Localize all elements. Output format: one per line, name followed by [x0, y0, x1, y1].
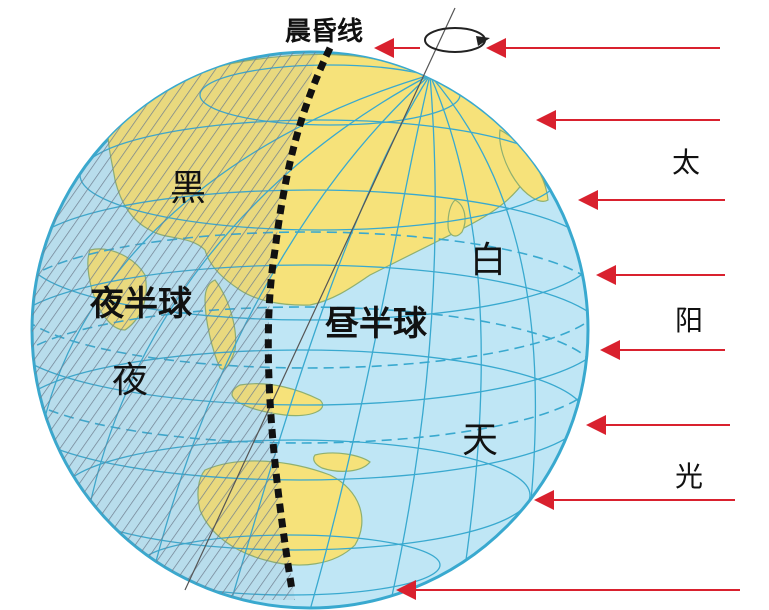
sun-rays	[374, 38, 740, 600]
tropic-lines	[32, 231, 588, 444]
rotation-arrow-icon	[424, 27, 490, 53]
night-char-ye: 夜	[112, 360, 148, 401]
day-char-bai: 白	[470, 240, 506, 281]
land-new-guinea	[313, 452, 371, 472]
night-char-hei: 黑	[170, 168, 206, 209]
day-hemisphere-label: 昼半球	[325, 304, 428, 344]
earth-axis	[184, 7, 456, 591]
sunlight-char-yang: 阳	[675, 304, 703, 337]
terminator-label: 晨昏线	[285, 17, 363, 47]
sunlight-char-tai: 太	[672, 146, 700, 179]
day-char-tian: 天	[462, 420, 498, 461]
night-hemisphere-label: 夜半球	[89, 284, 193, 324]
land-japan	[447, 199, 466, 237]
sunlight-char-guang: 光	[675, 460, 703, 493]
